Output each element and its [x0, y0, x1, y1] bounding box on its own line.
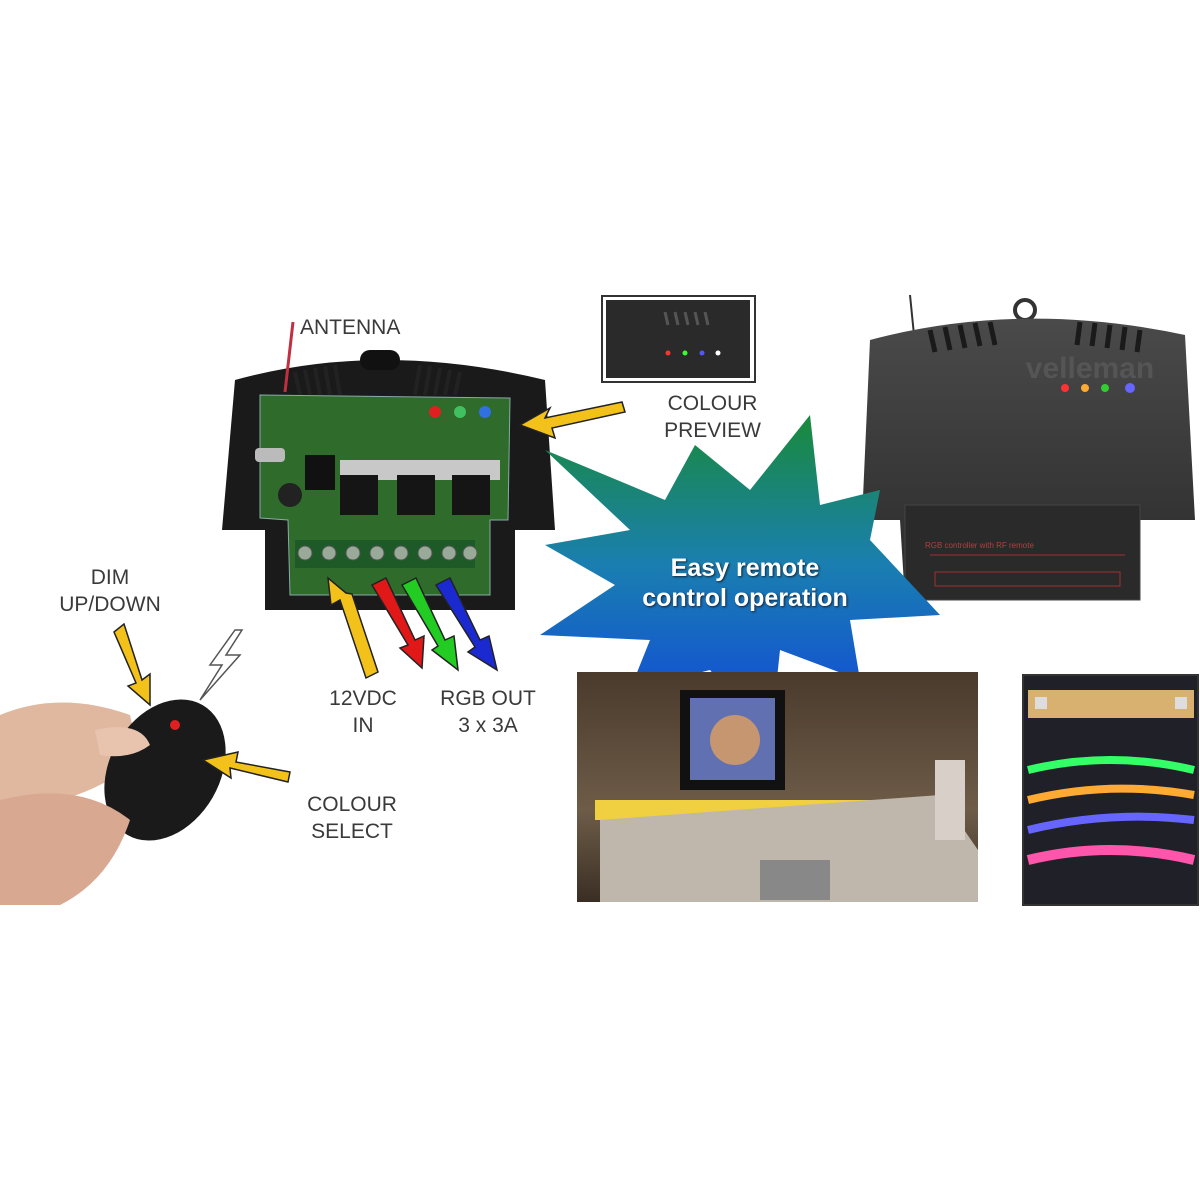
- device-panel-text: RGB controller with RF remote: [925, 541, 1034, 550]
- rgb-out-label: RGB OUT 3 x 3A: [423, 685, 553, 739]
- colour-preview-inset-photo: [601, 295, 756, 383]
- arrow-green-out: [400, 576, 459, 672]
- rgb-out-label-line1: RGB OUT: [440, 687, 536, 710]
- power-in-label-line2: IN: [352, 714, 374, 737]
- arrow-yellow-power-in: [327, 576, 379, 680]
- starburst-text: Easy remote control operation: [600, 553, 890, 613]
- antenna-wire: [283, 321, 295, 393]
- colour-preview-label: COLOUR PREVIEW: [645, 390, 780, 444]
- dim-label-line1: DIM: [90, 566, 130, 589]
- arrow-blue-out: [434, 576, 499, 672]
- controller-enclosure-photo: [862, 294, 1195, 601]
- starburst-line1: Easy remote: [670, 554, 820, 582]
- arrow-red-out: [370, 576, 425, 670]
- power-in-label: 12VDC IN: [313, 685, 413, 739]
- arrow-yellow-colour-select: [201, 751, 291, 783]
- colour-select-label-line1: COLOUR: [307, 793, 397, 816]
- living-room-tv-photo: [577, 672, 978, 902]
- colour-select-label: COLOUR SELECT: [287, 791, 417, 845]
- wireless-signal-icon: [199, 629, 244, 701]
- dim-label: DIM UP/DOWN: [45, 564, 175, 618]
- dim-label-line2: UP/DOWN: [59, 593, 161, 616]
- rgb-out-label-line2: 3 x 3A: [458, 714, 518, 737]
- remote-in-hand-photo: [0, 699, 226, 905]
- power-in-label-line1: 12VDC: [329, 687, 397, 710]
- led-strip-photo: [1022, 674, 1199, 906]
- arrow-yellow-antenna-preview: [518, 401, 626, 440]
- colour-preview-label-line2: PREVIEW: [664, 419, 761, 442]
- pcb-controller-photo: [222, 350, 555, 610]
- antenna-label: ANTENNA: [300, 316, 401, 339]
- colour-select-label-line2: SELECT: [311, 820, 393, 843]
- starburst-callout: [540, 415, 940, 745]
- colour-preview-label-line1: COLOUR: [667, 392, 758, 415]
- arrow-yellow-dim: [113, 622, 151, 707]
- brand-logo: velleman: [1026, 352, 1154, 385]
- starburst-line2: control operation: [642, 584, 848, 612]
